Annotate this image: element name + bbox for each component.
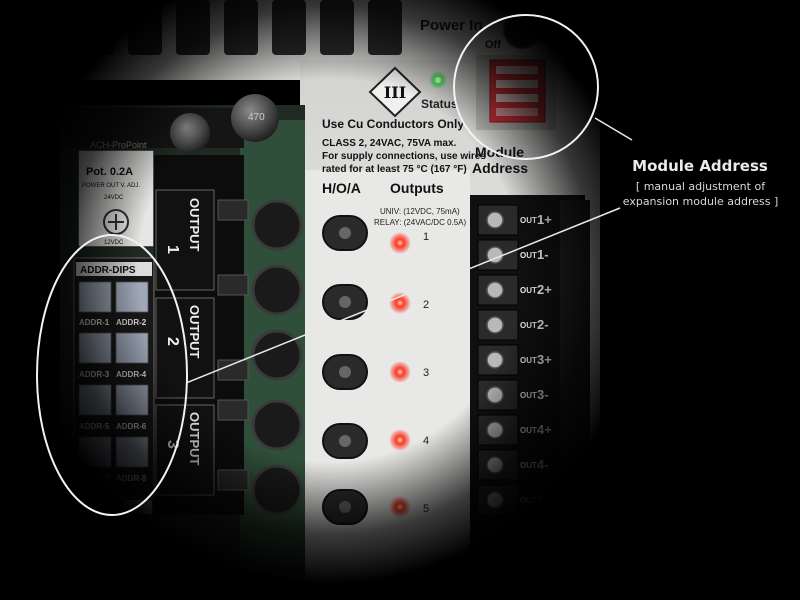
highlight-circle-addr-dips [36, 234, 188, 516]
callout-line-1: [ manual adjustment of [635, 180, 766, 193]
highlight-circle-module-address [453, 14, 599, 160]
callout-line-lower [185, 207, 621, 384]
callout-title: Module Address [632, 157, 768, 175]
callout-line-upper [594, 117, 633, 141]
callout-line-2: expansion module address ] [622, 195, 779, 208]
callout-subtitle: [ manual adjustment of expansion module … [608, 179, 793, 209]
